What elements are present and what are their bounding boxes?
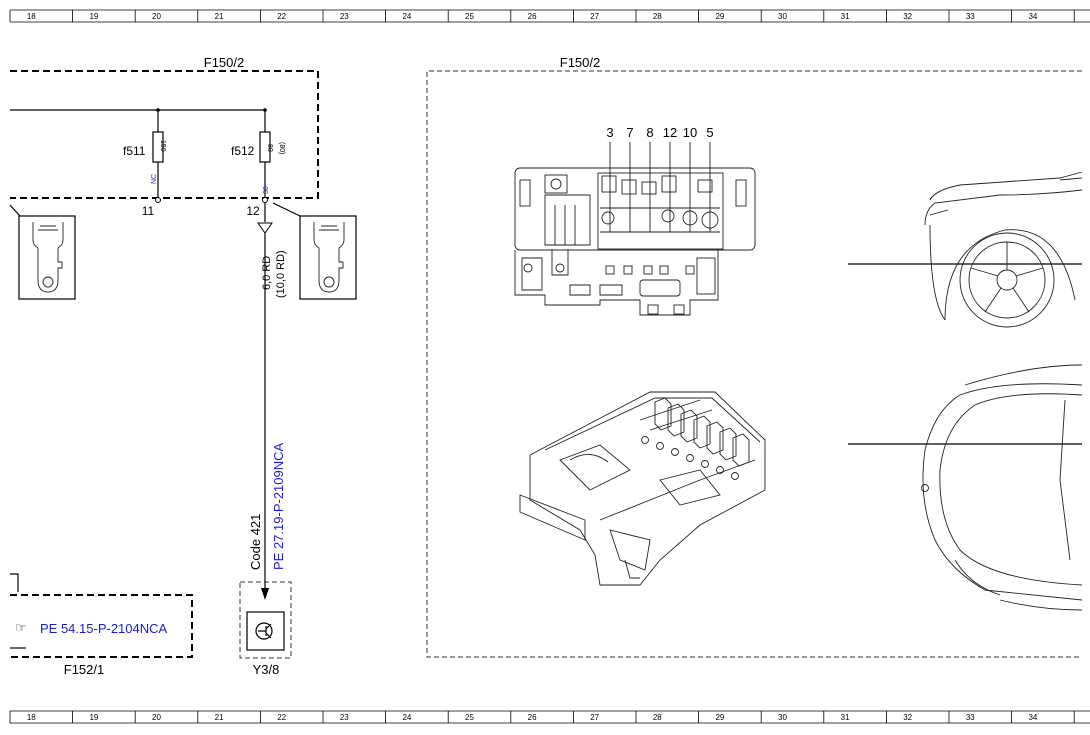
top-ruler: 18 19 20 21 22 23 24 25 26 27 28 29 30 31 32 33 34 [9,9,1090,23]
vehicle-front-view [848,364,1083,611]
iso-terminal-stud [731,472,739,480]
top-ruler-label-22: 22 [277,12,286,21]
f152-reference-link[interactable]: PE 54.15-P-2104NCA [40,621,168,636]
iso-fuse-slot [719,427,737,461]
bottom-ruler-label-20: 20 [152,713,161,722]
bottom-ruler-label-34: 34 [1028,713,1037,722]
bottom-ruler-label-23: 23 [340,713,349,722]
bottom-ruler-label-26: 26 [528,713,537,722]
bottom-ruler-label-25: 25 [465,713,474,722]
location-view-label: F150/2 [560,55,600,70]
bottom-ruler-label-24: 24 [402,713,411,722]
slot-number-7: 7 [626,125,633,140]
top-ruler-label-19: 19 [89,12,98,21]
component-f152-1-label: F152/1 [64,662,104,677]
wire-reference-link[interactable]: PE 27.19-P-2109NCA [271,442,286,570]
component-y3-8[interactable]: Y3/8 [239,581,292,677]
slot-number-12: 12 [663,125,677,140]
fuse-f511-name: f511 [123,144,146,158]
fuse-box-isometric-view [519,391,766,586]
iso-fuse-slot [680,409,698,443]
top-ruler-label-30: 30 [778,12,787,21]
bottom-ruler-label-33: 33 [966,713,975,722]
fuse-f511[interactable]: 150 f511 [123,131,166,163]
top-ruler-label-24: 24 [402,12,411,21]
slot-number-5: 5 [706,125,713,140]
top-ruler-label-23: 23 [340,12,349,21]
slot-number-8: 8 [646,125,653,140]
bottom-ruler-label-21: 21 [215,713,224,722]
top-ruler-label-26: 26 [528,12,537,21]
iso-fuse-slot [667,403,685,437]
fuse-f512[interactable]: 80 (80) f512 [231,131,285,163]
iso-terminal-stud [641,436,649,444]
slot-number-10: 10 [683,125,697,140]
iso-terminal-stud [716,466,724,474]
top-ruler-label-25: 25 [465,12,474,21]
fuse-box-top-view [514,167,756,316]
bottom-ruler-label-32: 32 [903,713,912,722]
iso-fuse-slot [732,433,750,467]
wire-code: Code 421 [248,514,263,570]
fuse-box-label: F150/2 [204,55,244,70]
fuse-box-f150-2: F150/2 150 f511 NC 11 80 (80) f512 30 12 [10,55,319,218]
iso-terminal-stud [656,442,664,450]
connector-pictogram-right [272,202,357,300]
fuse-f511-net: NC [151,174,158,184]
bottom-ruler-label-30: 30 [778,713,787,722]
slot-number-3: 3 [606,125,613,140]
iso-terminal-stud [671,448,679,456]
top-ruler-label-28: 28 [653,12,662,21]
location-view-f150-2: F150/2 3 7 8 12 10 5 [426,55,1083,658]
iso-fuse-slot [706,421,724,455]
fuse-f512-rating-alt: (80) [278,142,285,154]
top-ruler-label-33: 33 [966,12,975,21]
fuse-f511-pin: 11 [142,204,155,218]
iso-fuse-slot [654,397,672,431]
bottom-ruler-label-27: 27 [590,713,599,722]
bottom-ruler-label-29: 29 [715,713,724,722]
bottom-ruler-label-22: 22 [277,713,286,722]
fuse-f512-rating: 80 [266,144,273,152]
slot-numbers: 3 7 8 12 10 5 [606,125,714,232]
fuse-f512-name: f512 [231,144,255,158]
bottom-ruler-label-19: 19 [89,713,98,722]
fuse-f512-net: 30 [263,186,270,194]
component-y3-8-label: Y3/8 [253,662,280,677]
wire-spec-alt: (10,0 RD) [275,250,287,298]
top-ruler-label-29: 29 [715,12,724,21]
top-ruler-label-21: 21 [215,12,224,21]
fuse-f511-rating: 150 [159,140,166,152]
connector-pictogram-left [9,204,76,300]
top-ruler-label-34: 34 [1028,12,1037,21]
hand-pointer-icon: ☞ [15,620,27,635]
iso-terminal-stud [686,454,694,462]
top-ruler-label-20: 20 [152,12,161,21]
top-ruler-label-18: 18 [27,12,36,21]
top-ruler-label-31: 31 [841,12,850,21]
top-ruler-label-32: 32 [903,12,912,21]
fuse-f512-pin: 12 [246,204,260,218]
wire-spec: 6,0 RD [261,256,273,290]
wire-f512-to-y3-8: 6,0 RD (10,0 RD) PE 27.19-P-2109NCA Code… [248,203,287,600]
iso-terminal-stud [701,460,709,468]
bottom-ruler-label-28: 28 [653,713,662,722]
top-ruler-label-27: 27 [590,12,599,21]
bottom-ruler-label-18: 18 [27,713,36,722]
iso-fuse-slot [693,415,711,449]
bottom-ruler: 18 19 20 21 22 23 24 25 26 27 28 29 30 31 32 33 34 [9,710,1090,724]
component-f152-1: ☞ PE 54.15-P-2104NCA F152/1 [10,573,193,677]
bottom-ruler-label-31: 31 [841,713,850,722]
vehicle-side-view [848,171,1083,328]
